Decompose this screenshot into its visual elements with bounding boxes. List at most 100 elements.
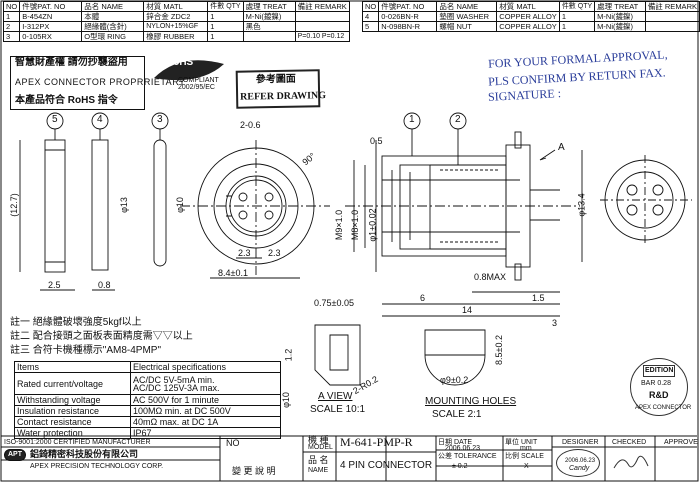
spec-value: AC 500V for 1 minute xyxy=(130,394,281,406)
edition-top: EDITION xyxy=(643,365,676,377)
header-qty: 件數 QTY xyxy=(558,1,596,12)
spec-header-elec: Electrical specifications xyxy=(130,361,281,373)
balloon-2: 2 xyxy=(455,114,461,125)
dim-label: 6 xyxy=(420,293,426,303)
scale-label: 比例 SCALE xyxy=(505,453,544,460)
spec-item: Water protection xyxy=(14,427,131,439)
parts-table-header: NO 件號PAT. NO 品名 NAME 材質 MATL 件數 QTY 處理 T… xyxy=(2,1,350,12)
dim-label: 2-R0.2 xyxy=(351,373,380,397)
spec-value: 100MΩ min. at DC 500V xyxy=(130,405,281,417)
header-treat: 處理 TREAT xyxy=(594,1,646,12)
edition-date: BAR 0.28 xyxy=(641,380,671,387)
spec-item: Insulation resistance xyxy=(14,405,131,417)
cell-part-no: 0-105RX xyxy=(19,31,83,42)
header-name: 品名 NAME xyxy=(81,1,145,12)
cell-remark: P=0.10 P=0.12 xyxy=(294,31,350,42)
cell-no: 5 xyxy=(361,21,380,32)
parts-table-left: NO 件號PAT. NO 品名 NAME 材質 MATL 件數 QTY 處理 T… xyxy=(2,1,350,42)
cell-part-no: B-454ZN xyxy=(19,11,83,22)
header-remark: 備註 REMARK xyxy=(644,1,700,12)
balloon-1: 1 xyxy=(409,114,415,125)
table-row: 4 0-026BN-R 墊圈 WASHER COPPER ALLOY 1 M-N… xyxy=(361,11,700,22)
front-view-circles xyxy=(197,147,315,265)
cell-qty: 1 xyxy=(558,21,596,32)
cell-part-no: 0-026BN-R xyxy=(378,11,438,22)
proprietary-notice: 智慧財產權 請勿抄襲盜用 APEX CONNECTOR PROPRRIETARY… xyxy=(10,56,185,110)
header-part-no: 件號PAT. NO xyxy=(378,1,438,12)
side-end-view xyxy=(604,159,686,241)
product-name-value: 4 PIN CONNECTOR xyxy=(340,460,433,471)
spec-header: Items Electrical specifications xyxy=(14,361,281,373)
date-label: 日期 DATE xyxy=(438,439,473,446)
cell-no: 2 xyxy=(2,21,21,32)
dim-label: 0.75±0.05 xyxy=(314,298,354,308)
dim-label: 0.5 xyxy=(370,136,383,146)
cell-qty: 1 xyxy=(558,11,596,22)
mounting-caption: MOUNTING HOLES xyxy=(425,396,517,407)
notice-line-3: 本產品符合 RoHS 指令 xyxy=(15,95,118,106)
cell-material: COPPER ALLOY xyxy=(496,11,560,22)
header-material: 材質 MATL xyxy=(496,1,560,12)
model-label-en: MODEL xyxy=(308,444,333,451)
balloon-3: 3 xyxy=(157,114,163,125)
cell-remark xyxy=(644,21,700,32)
table-row: Withstanding voltage AC 500V for 1 minut… xyxy=(14,394,281,406)
model-value: M-641-PMP-R xyxy=(340,435,413,449)
washer-side-view xyxy=(91,139,109,271)
cell-treat xyxy=(242,31,296,42)
rohs-year: 2002/95/EC xyxy=(178,84,215,91)
dim-label: 90° xyxy=(300,150,318,168)
cell-qty: 1 xyxy=(207,21,244,32)
cell-no: 4 xyxy=(361,11,380,22)
dim-label: 2.3 xyxy=(268,248,281,258)
notice-line-1: 智慧財產權 請勿抄襲盜用 xyxy=(15,57,128,68)
unit-label: 單位 UNIT xyxy=(505,439,538,446)
note-2: 註二 配合接頭之面板表面精度需▽▽以上 xyxy=(10,331,193,342)
header-treat: 處理 TREAT xyxy=(242,1,296,12)
dim-label: 3 xyxy=(552,318,558,328)
spec-item: Rated current/voltage xyxy=(14,372,131,395)
parts-table-right: NO 件號PAT. NO 品名 NAME 材質 MATL 件數 QTY 處理 T… xyxy=(361,1,700,32)
signature-icon xyxy=(613,455,649,469)
designer-value: Candy xyxy=(569,465,590,472)
spec-item: Contact resistance xyxy=(14,416,131,428)
spec-value: AC/DC 5V-5mA min. AC/DC 125V-3A max. xyxy=(130,372,281,395)
cell-material: COPPER ALLOY xyxy=(496,21,560,32)
header-qty: 件數 QTY xyxy=(207,1,244,12)
main-section-view xyxy=(381,131,560,281)
cell-treat: M-Ni(鍍鎳) xyxy=(594,11,646,22)
name-label-cn: 品 名 xyxy=(308,455,329,465)
cell-treat: M-Ni(鍍鎳) xyxy=(594,21,646,32)
table-row: 2 I-312PX 絕緣體(含針) NYLON+15%GF 1 黑色 xyxy=(2,21,350,32)
cell-material: 橡膠 RUBBER xyxy=(143,31,209,42)
dim-label: M9×1.0 xyxy=(334,209,345,241)
date-value: 2006.06.23 xyxy=(445,445,481,452)
cell-name: O型環 RING xyxy=(81,31,145,42)
cell-name: 本體 xyxy=(81,11,145,22)
name-label-en: NAME xyxy=(308,467,329,474)
dim-label: φ13 xyxy=(118,197,129,213)
spec-item: Withstanding voltage xyxy=(14,394,131,406)
dim-label: φ1±0.02 xyxy=(367,208,378,242)
parts-table-header: NO 件號PAT. NO 品名 NAME 材質 MATL 件數 QTY 處理 T… xyxy=(361,1,700,12)
change-label: 變 更 說 明 xyxy=(232,466,276,476)
cell-part-no: N-098BN-R xyxy=(378,21,438,32)
view-a-caption: A VIEW xyxy=(318,391,353,402)
tolerance-value: ± 0.2 xyxy=(452,463,468,470)
scale-value: X xyxy=(524,463,529,470)
note-3: 註三 合符卡機種標示"AM8-4PMP" xyxy=(10,345,162,356)
company-name-cn: 鋁錡精密科技股份有限公司 xyxy=(30,449,139,459)
mounting-scale: SCALE 2:1 xyxy=(432,409,482,420)
unit-value: mm xyxy=(520,445,532,452)
table-row: 1 B-454ZN 本體 鋅合金 ZDC2 1 M-Ni(鍍鎳) xyxy=(2,11,350,22)
dim-label: 0.8 xyxy=(98,280,111,290)
cell-part-no: I-312PX xyxy=(19,21,83,32)
approval-line-3: SIGNATURE : xyxy=(487,86,562,104)
refer-drawing-stamp: 參考圖面 REFER DRAWING xyxy=(235,69,326,109)
dim-label: 2-0.6 xyxy=(240,120,261,130)
dim-label: φ9±0.2 xyxy=(440,375,469,385)
balloon-5: 5 xyxy=(52,114,58,125)
dim-label: 2.3 xyxy=(238,248,251,258)
dim-label: 0.8MAX xyxy=(474,272,507,282)
cell-remark xyxy=(644,11,700,22)
